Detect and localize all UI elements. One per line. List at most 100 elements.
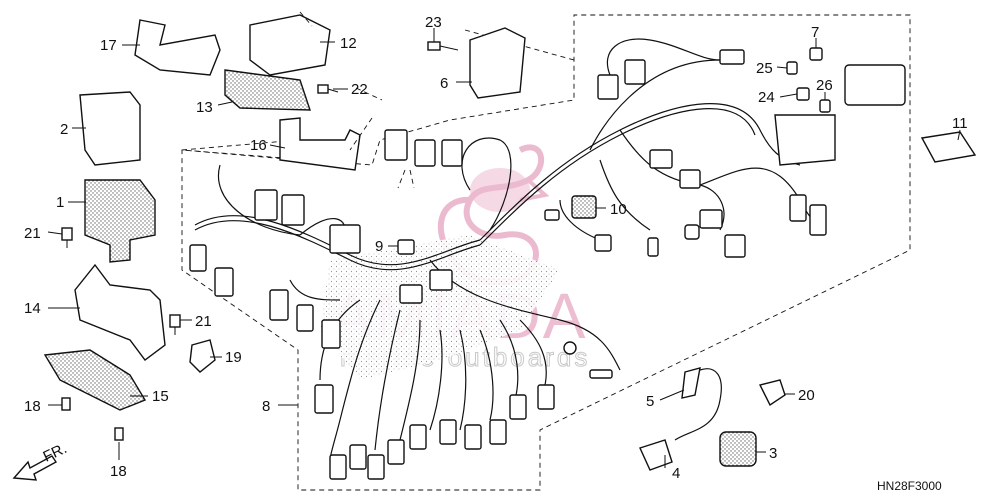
connector	[544, 209, 560, 221]
connector	[329, 224, 361, 254]
part-15-cover	[43, 349, 147, 411]
callout-25: 25	[756, 60, 773, 77]
connector	[649, 149, 673, 169]
part-13-module	[224, 69, 311, 111]
connector	[724, 234, 746, 258]
part-2-unit	[79, 91, 141, 166]
front-direction-indicator: FR.	[12, 440, 70, 481]
connector	[594, 234, 612, 252]
junction-box	[774, 114, 836, 166]
part-7-fuse	[809, 47, 823, 61]
connector	[679, 169, 701, 189]
part-26-fuse	[819, 99, 831, 113]
harness-shaded-zone	[320, 235, 560, 380]
part-4-sensor	[639, 439, 673, 471]
connector	[699, 209, 723, 229]
callout-13: 13	[196, 99, 213, 116]
callout-6: 6	[440, 75, 448, 92]
connector	[189, 244, 207, 272]
harness-boundary	[181, 14, 911, 491]
connector	[214, 267, 234, 297]
connector	[464, 424, 482, 450]
callout-12: 12	[340, 35, 357, 52]
part-19-clamp	[189, 339, 216, 373]
connector	[349, 444, 367, 470]
callout-24: 24	[758, 89, 775, 106]
callout-20: 20	[798, 387, 815, 404]
connector	[647, 237, 659, 257]
connector	[441, 139, 463, 167]
part-1-box	[84, 179, 156, 263]
connector	[537, 384, 555, 410]
part-5-sensor	[681, 367, 701, 399]
callout-18-left: 18	[24, 398, 41, 415]
connector	[414, 139, 436, 167]
callout-9: 9	[375, 238, 383, 255]
diagram-code: HN28F3000	[877, 479, 942, 493]
callout-2: 2	[60, 121, 68, 138]
callout-11: 11	[952, 115, 968, 132]
part-22-bolt	[317, 84, 339, 94]
connector	[367, 454, 385, 480]
part-3-grommet	[719, 431, 757, 467]
connector	[409, 424, 427, 450]
callout-21-lower: 21	[195, 313, 212, 330]
direction-label: FR.	[41, 440, 70, 466]
connector	[296, 304, 314, 332]
part-18-clip-left	[61, 397, 71, 411]
connector	[489, 419, 507, 445]
part-10-connector	[571, 195, 597, 219]
callout-5: 5	[646, 393, 654, 410]
callout-18-bottom: 18	[110, 463, 127, 480]
callout-3: 3	[769, 445, 777, 462]
callout-16: 16	[250, 137, 267, 154]
connector	[321, 319, 341, 349]
part-9-connector	[397, 239, 415, 255]
connector	[589, 369, 613, 379]
connector	[429, 269, 453, 291]
part-16-plate	[279, 117, 361, 171]
part-18-clip-bottom	[114, 427, 124, 441]
harness-connectors	[189, 49, 827, 480]
connector	[809, 204, 827, 236]
callout-14: 14	[24, 300, 41, 317]
callout-22: 22	[351, 81, 368, 98]
connector	[254, 189, 278, 221]
connector	[329, 454, 347, 480]
part-25-fuse	[786, 61, 798, 75]
connector	[269, 289, 289, 321]
connector	[509, 394, 527, 420]
connector	[314, 384, 334, 414]
connector	[563, 341, 577, 355]
part-20-clamp	[758, 379, 786, 407]
connector	[789, 194, 807, 222]
part-17-bracket	[134, 19, 221, 76]
part-21-bolt-upper	[61, 227, 73, 248]
connector	[597, 74, 619, 100]
connector	[399, 284, 423, 304]
callouts: 17 12 13 22 16 2 1 21 14 21 19 15 18 18 …	[24, 14, 968, 482]
callout-21-upper: 21	[24, 225, 41, 242]
connector	[384, 129, 408, 161]
part-24-fuse	[796, 87, 810, 101]
callout-17: 17	[100, 37, 117, 54]
part-23-bolt	[427, 41, 459, 51]
arrow-down-left-icon	[12, 455, 58, 481]
connector	[439, 419, 457, 445]
leader-lines	[47, 28, 961, 468]
callout-1: 1	[56, 194, 64, 211]
callout-7: 7	[811, 24, 819, 41]
callout-4: 4	[672, 465, 680, 482]
part-12-unit	[249, 14, 331, 76]
connector	[387, 439, 405, 465]
callout-8: 8	[262, 398, 270, 415]
part-14-bracket	[74, 263, 166, 361]
connector	[624, 59, 646, 85]
connector	[281, 194, 305, 226]
callout-23: 23	[425, 14, 442, 31]
part-6-relay	[469, 27, 526, 99]
parts	[43, 11, 977, 471]
callout-19: 19	[225, 349, 242, 366]
part-11-label	[920, 131, 977, 163]
